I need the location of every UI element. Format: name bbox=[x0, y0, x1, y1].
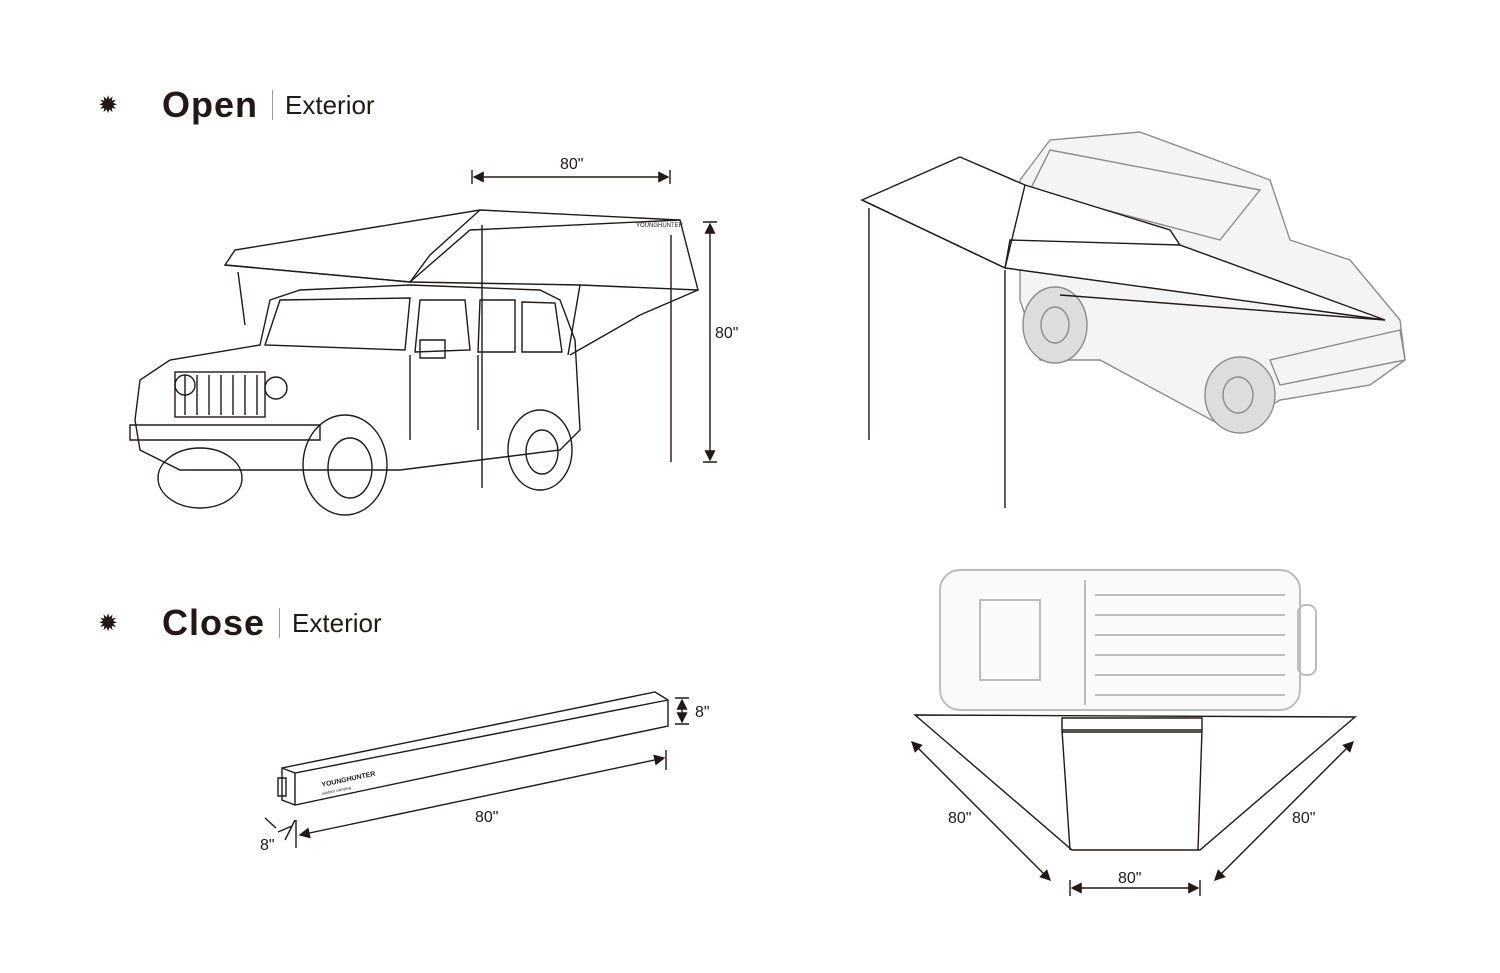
dimension-line bbox=[298, 754, 666, 839]
sun-icon: ✹ bbox=[98, 609, 119, 637]
divider bbox=[279, 608, 281, 638]
dimension-label: 80" bbox=[948, 810, 971, 827]
dimension-label: 80" bbox=[1292, 810, 1315, 827]
section-subtitle: Exterior bbox=[292, 607, 382, 638]
dimension-label: 80" bbox=[715, 325, 738, 342]
brand-logo-text: YOUNGHUNTER bbox=[636, 223, 684, 229]
section-open-heading: ✹ Open Exterior bbox=[98, 84, 375, 126]
dimension-label: 80" bbox=[560, 156, 583, 173]
open-perspective-awning bbox=[860, 156, 1386, 508]
open-side-view-awning: YOUNGHUNTER bbox=[223, 209, 699, 488]
dimension-label: 80" bbox=[1118, 870, 1141, 887]
dimension-label: 8" bbox=[260, 837, 275, 854]
sun-icon: ✹ bbox=[98, 91, 119, 119]
top-view-awning bbox=[913, 714, 1357, 851]
section-subtitle: Exterior bbox=[285, 89, 375, 120]
dimension-label: 80" bbox=[475, 809, 498, 826]
section-title: Open bbox=[162, 84, 259, 125]
top-view-vehicle bbox=[939, 569, 1317, 711]
closed-awning-bag: YOUNGHUNTER outdoor camping bbox=[277, 691, 669, 806]
divider bbox=[272, 90, 274, 120]
section-title: Close bbox=[162, 602, 266, 643]
open-side-view-vehicle bbox=[129, 284, 581, 516]
dimension-label: 8" bbox=[695, 704, 710, 721]
section-close-heading: ✹ Close Exterior bbox=[98, 602, 382, 644]
